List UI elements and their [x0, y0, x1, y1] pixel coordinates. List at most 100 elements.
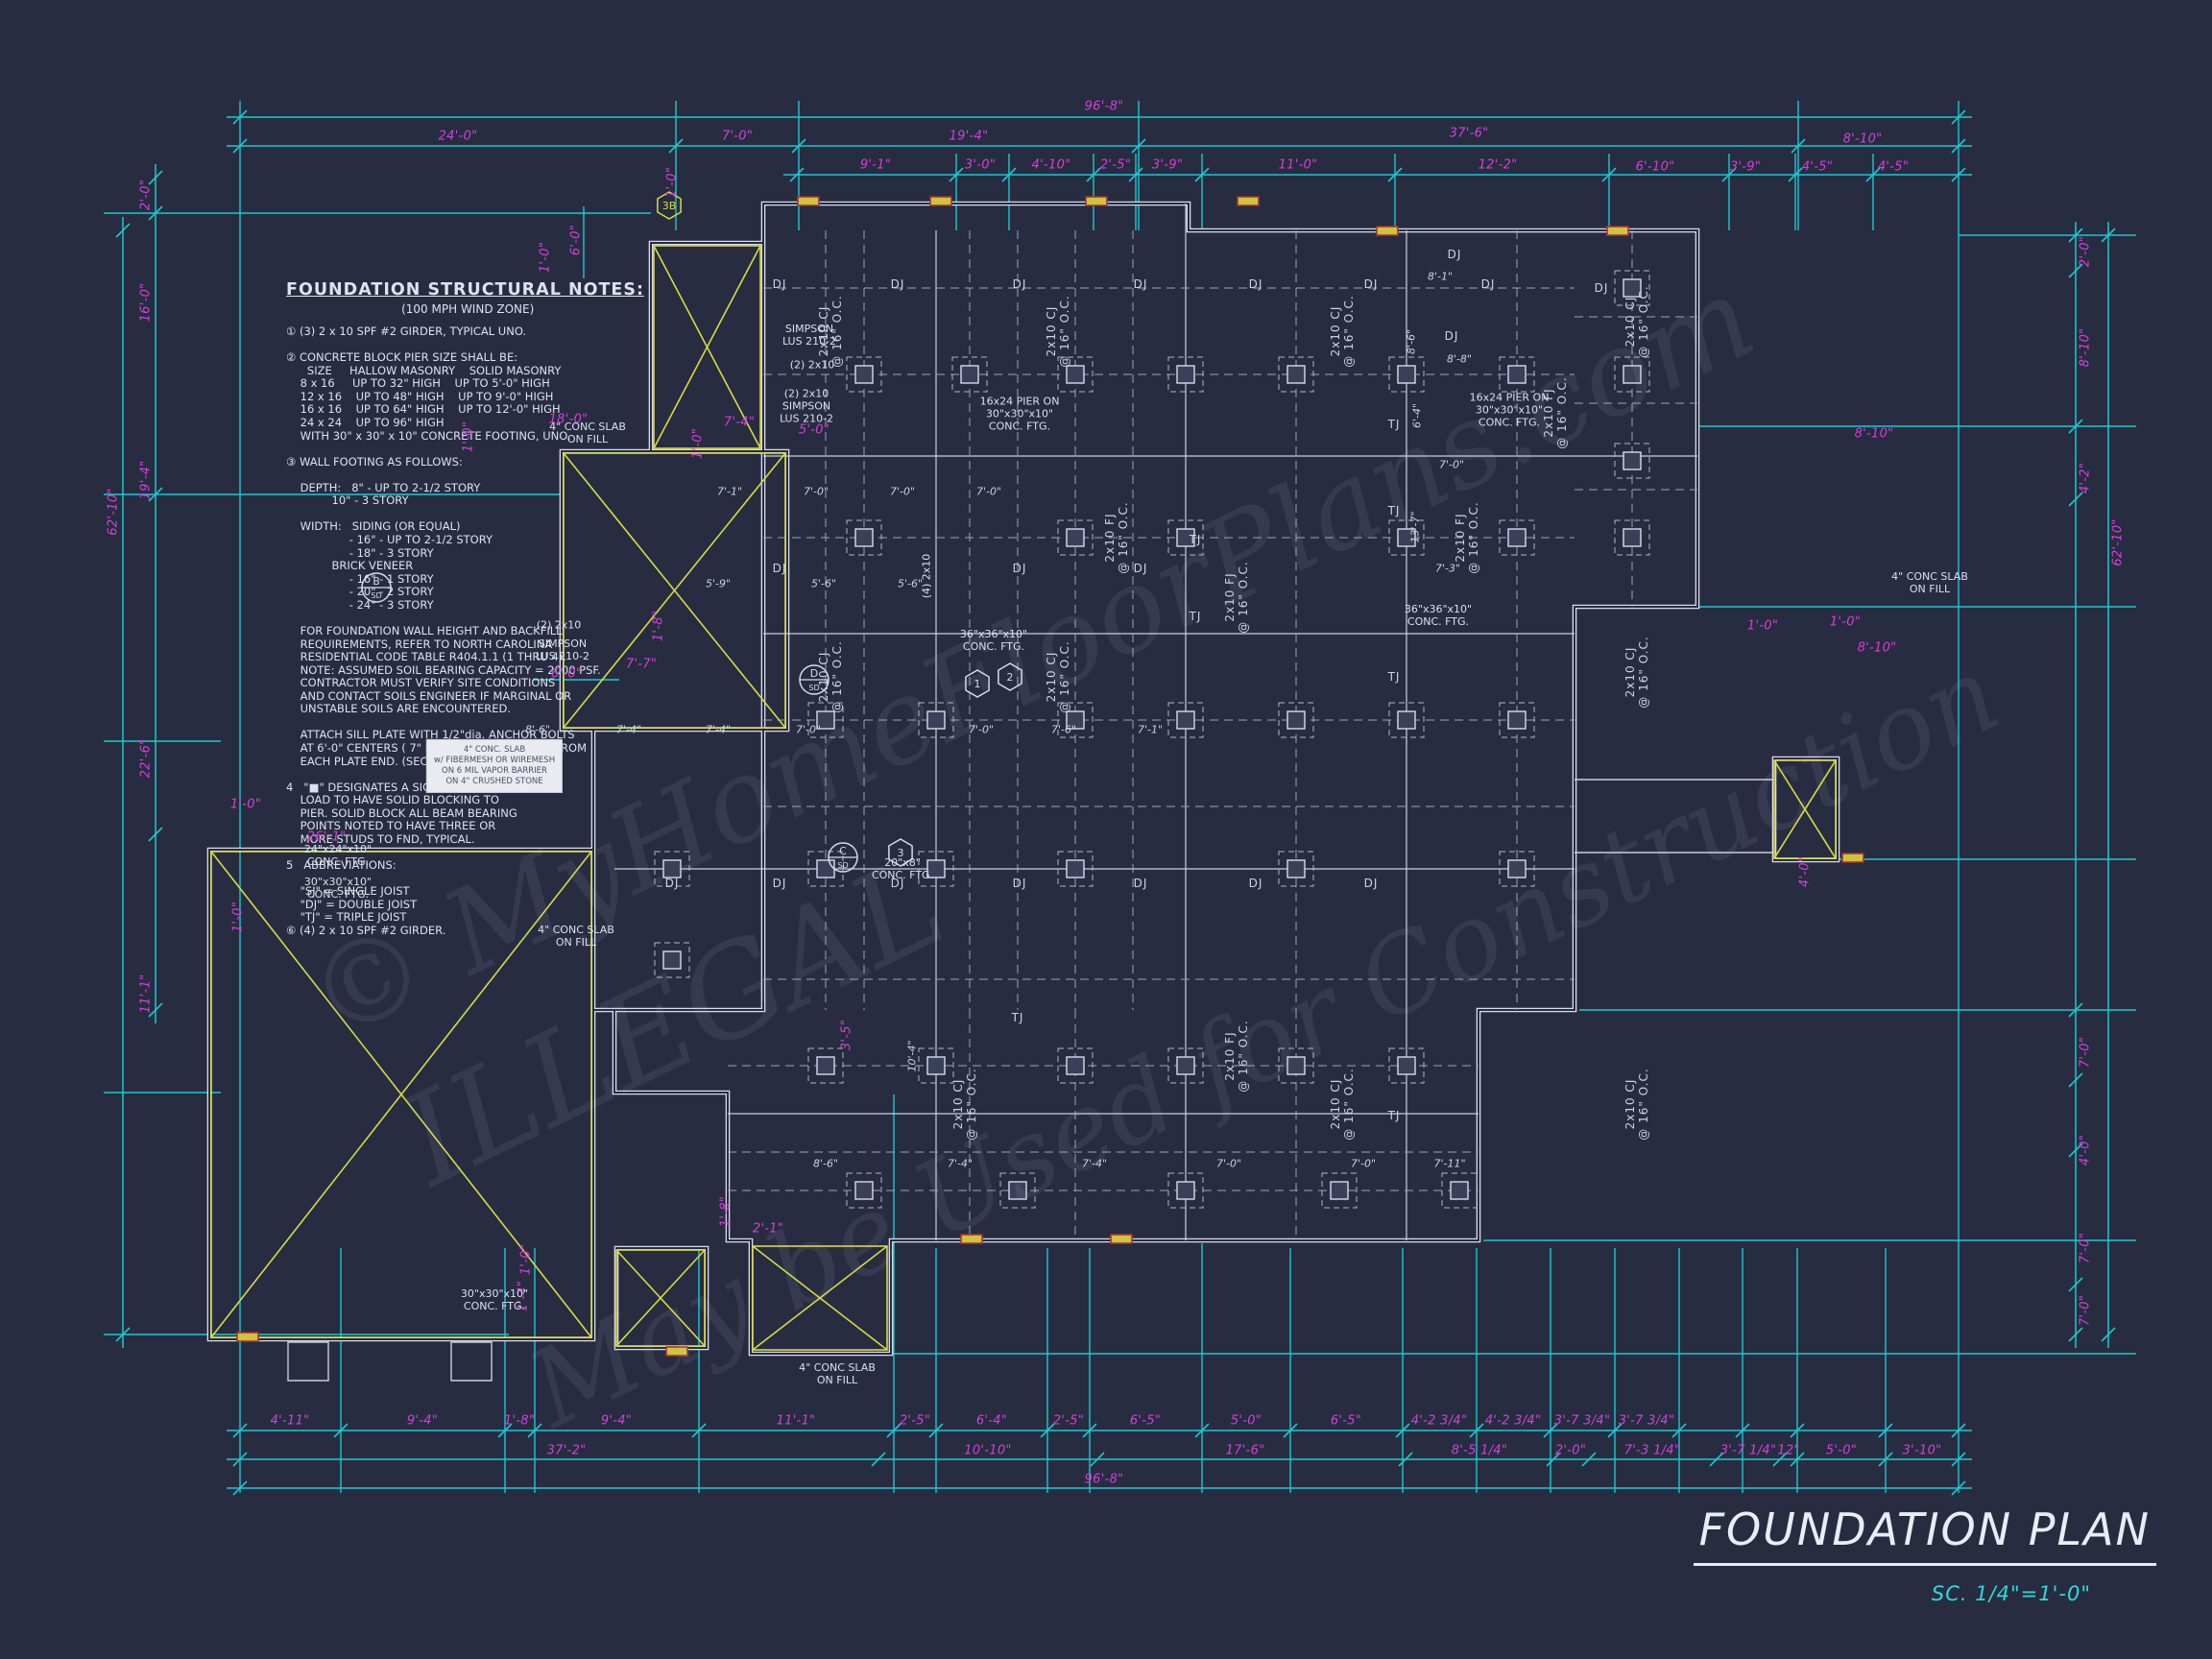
- brace-box: [210, 851, 592, 1338]
- pier-footing-outline: [654, 942, 690, 978]
- pier: [1066, 528, 1085, 547]
- dim-tick: [1791, 138, 1806, 154]
- dim-tick: [1951, 1452, 1966, 1467]
- pier: [926, 859, 946, 878]
- dim-tick: [1709, 1452, 1724, 1467]
- dim-tick: [2068, 1072, 2083, 1088]
- dim-tick: [1546, 1452, 1561, 1467]
- pier: [1507, 528, 1527, 547]
- dim-tick: [148, 170, 163, 185]
- pier-footing-outline: [807, 702, 844, 738]
- brace-box: [752, 1245, 888, 1351]
- dim-tick: [1671, 1423, 1687, 1438]
- brace-x: [563, 452, 786, 729]
- dim-tick: [115, 1327, 131, 1342]
- detail-marker-number: 3B: [662, 200, 677, 212]
- pier: [1623, 451, 1642, 470]
- pier: [1623, 278, 1642, 298]
- pier: [1176, 528, 1195, 547]
- pier: [1008, 1181, 1027, 1200]
- dim-tick: [1001, 167, 1017, 182]
- dim-tick: [2068, 492, 2083, 507]
- pier: [960, 365, 979, 384]
- vent-marker: [960, 1234, 983, 1244]
- dim-tick: [148, 487, 163, 502]
- dim-tick: [148, 827, 163, 842]
- dim-tick: [1951, 138, 1966, 154]
- vent-marker: [236, 1332, 259, 1342]
- dim-tick: [2101, 228, 2116, 243]
- pier: [926, 710, 946, 730]
- dim-tick: [1951, 167, 1966, 182]
- detail-marker-number: 3: [898, 847, 904, 859]
- pier-footing-outline: [1614, 443, 1650, 479]
- section-marker-letter: D: [810, 667, 818, 680]
- brace-x: [1773, 759, 1837, 859]
- dim-tick: [148, 1002, 163, 1018]
- dim-tick: [2068, 263, 2083, 278]
- pier-footing-outline: [1167, 356, 1204, 393]
- dim-tick: [789, 167, 805, 182]
- dim-tick: [791, 138, 806, 154]
- foundation-structural-notes: FOUNDATION STRUCTURAL NOTES: (100 MPH WI…: [286, 280, 709, 937]
- dim-tick: [1194, 167, 1210, 182]
- dim-tick: [1543, 1423, 1558, 1438]
- brace-box: [653, 245, 761, 449]
- pier: [1176, 365, 1195, 384]
- pier-footing-outline: [1167, 1172, 1204, 1209]
- brace-x: [653, 245, 761, 449]
- dim-tick: [1735, 1423, 1750, 1438]
- pier: [1176, 1056, 1195, 1075]
- dim-tick: [928, 1423, 944, 1438]
- dim-tick: [232, 109, 248, 125]
- pier: [1286, 1056, 1306, 1075]
- pier-footing-outline: [846, 519, 882, 556]
- dim-tick: [1790, 1452, 1805, 1467]
- dim-tick: [1131, 138, 1146, 154]
- dim-tick: [1878, 1423, 1893, 1438]
- dim-tick: [232, 1480, 248, 1496]
- pier: [1397, 710, 1416, 730]
- pier-footing-outline: [918, 702, 954, 738]
- dim-tick: [2068, 228, 2083, 243]
- dim-tick: [1194, 1423, 1210, 1438]
- pier-footing-outline: [918, 1047, 954, 1084]
- pier-footing-outline: [1499, 851, 1535, 887]
- dim-tick: [333, 1423, 349, 1438]
- pier: [1286, 710, 1306, 730]
- dim-tick: [1951, 1480, 1966, 1496]
- detail-marker-hex: [998, 662, 1022, 691]
- pier-footing-outline: [1167, 1047, 1204, 1084]
- pier-footing-outline: [1499, 519, 1535, 556]
- pier: [1176, 1181, 1195, 1200]
- pier: [1066, 710, 1085, 730]
- notes-heading: FOUNDATION STRUCTURAL NOTES:: [286, 280, 644, 300]
- foundation-walls: [206, 201, 1840, 1382]
- pier-footing-outline: [999, 1172, 1036, 1209]
- dim-tick: [1601, 167, 1617, 182]
- dim-tick: [148, 205, 163, 221]
- dim-tick: [691, 1423, 707, 1438]
- pier: [1450, 1181, 1469, 1200]
- dim-tick: [1398, 1452, 1413, 1467]
- dim-tick: [1040, 1423, 1055, 1438]
- pier: [1330, 1181, 1349, 1200]
- girder-lines: [614, 204, 1697, 1240]
- pier: [1066, 859, 1085, 878]
- dim-tick: [1878, 1452, 1893, 1467]
- dim-tick: [668, 138, 684, 154]
- pier-footing-outline: [1614, 519, 1650, 556]
- pier: [1176, 710, 1195, 730]
- dim-tick: [2068, 1002, 2083, 1018]
- pier-footing-outline: [654, 851, 690, 887]
- vent-marker: [1110, 1234, 1133, 1244]
- pier-footing-outline: [846, 356, 882, 393]
- vent-marker: [1376, 226, 1399, 236]
- section-marker-sheet: SD: [837, 861, 848, 870]
- pier: [816, 859, 835, 878]
- detail-marker-number: 1: [974, 678, 981, 690]
- dim-tick: [232, 1423, 248, 1438]
- pier-footing-outline: [807, 1047, 844, 1084]
- pier-footing-outline: [1388, 356, 1425, 393]
- brace-box: [563, 452, 786, 729]
